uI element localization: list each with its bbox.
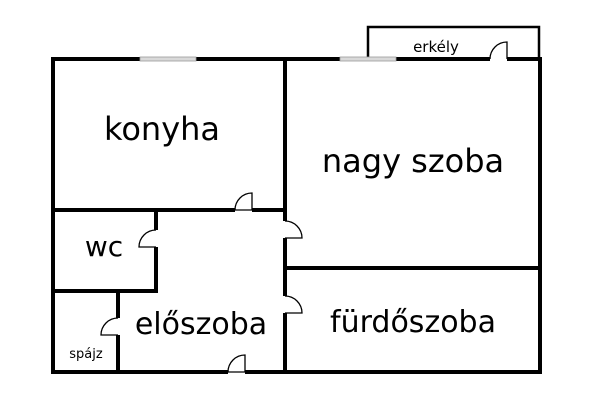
windows (139, 56, 397, 62)
window-living (339, 56, 397, 62)
label-erkely: erkély (413, 38, 459, 56)
window-kitchen (139, 56, 197, 62)
door-bathroom (284, 295, 303, 314)
label-konyha: konyha (104, 110, 220, 148)
label-wc: wc (85, 230, 123, 263)
door-entrance (227, 354, 246, 373)
door-balcony (489, 41, 508, 60)
label-spajz: spájz (69, 347, 103, 362)
outer-wall (51, 57, 542, 374)
room-labels: erkély konyha nagy szoba wc előszoba für… (69, 38, 504, 362)
door-kitchen (234, 192, 253, 211)
door-pantry (100, 317, 119, 336)
label-nagy-szoba: nagy szoba (322, 142, 504, 180)
door-wc (138, 229, 157, 248)
label-furdoszoba: fürdőszoba (330, 305, 496, 340)
door-living (284, 220, 303, 239)
doors (100, 41, 508, 375)
label-eloszoba: előszoba (135, 307, 267, 342)
